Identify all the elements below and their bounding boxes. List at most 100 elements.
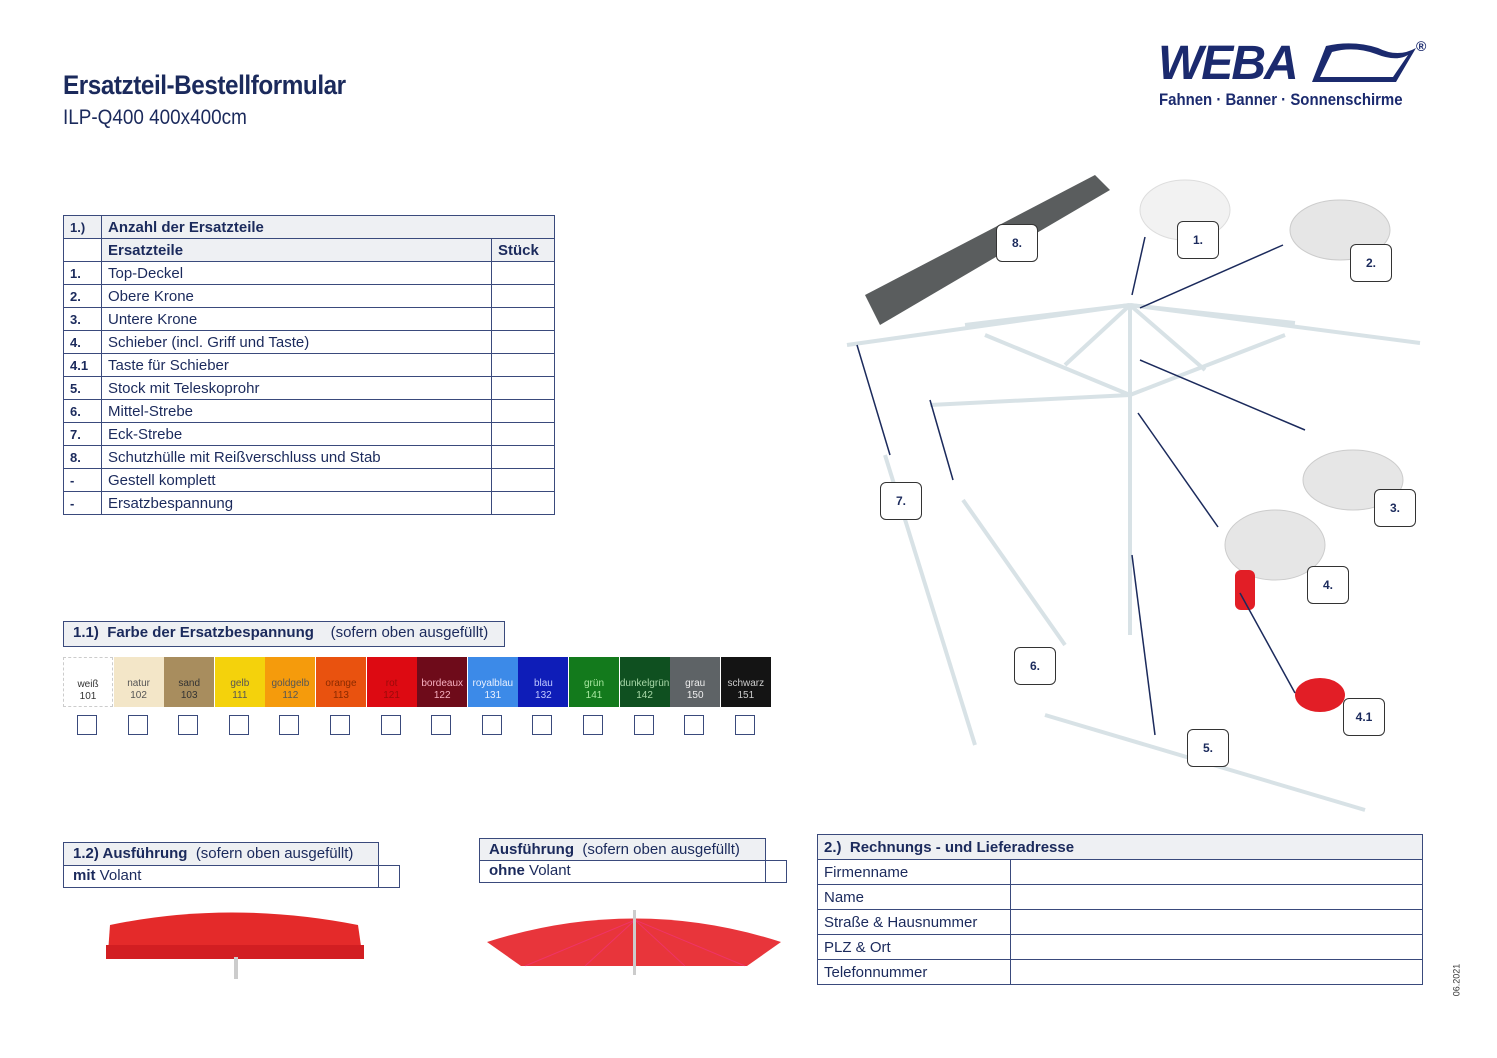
section-num: 1.) — [63, 215, 102, 239]
quantity-input[interactable] — [491, 284, 555, 308]
part-number: 2. — [63, 284, 102, 308]
table-row: 1.Top-Deckel — [63, 261, 555, 285]
swatch-name: royalblau — [472, 678, 514, 689]
umbrella-without-valance-image — [487, 910, 781, 975]
table-row: 6.Mittel-Strebe — [63, 399, 555, 423]
color-checkbox-141[interactable] — [583, 715, 603, 735]
quantity-input[interactable] — [491, 422, 555, 446]
color-checkbox-131[interactable] — [481, 715, 502, 735]
colors-header: 1.1) Farbe der Ersatzbespannung (sofern … — [63, 621, 505, 647]
section-title: Ausführung — [489, 841, 574, 858]
part-name: Top-Deckel — [101, 261, 492, 285]
section-num: 1.1) — [73, 624, 99, 641]
color-checkbox-122[interactable] — [431, 715, 452, 735]
part-number: 4. — [63, 330, 102, 354]
weba-logo: WEBA ® Fahnen · Banner · Sonnenschirme — [1158, 38, 1428, 113]
swatch-name: rot — [385, 678, 398, 689]
color-checkbox-101[interactable] — [77, 715, 97, 735]
table-row: 7.Eck-Strebe — [63, 422, 555, 446]
slider-handle-image — [1235, 570, 1255, 610]
quantity-input[interactable] — [491, 445, 555, 469]
quantity-input[interactable] — [491, 307, 555, 331]
address-input[interactable] — [1010, 934, 1423, 960]
part-name: Mittel-Strebe — [101, 399, 492, 423]
table-row: -Gestell komplett — [63, 468, 555, 492]
quantity-input[interactable] — [491, 491, 555, 515]
quantity-input[interactable] — [491, 261, 555, 285]
color-checkbox-132[interactable] — [532, 715, 553, 735]
color-checkbox-121[interactable] — [380, 715, 401, 735]
part-name: Gestell komplett — [101, 468, 492, 492]
section-title: Farbe der Ersatzbespannung — [107, 624, 314, 641]
address-row: Telefonnummer — [817, 959, 1423, 985]
part-name: Untere Krone — [101, 307, 492, 331]
swatch-name: schwarz — [727, 678, 765, 689]
color-checkbox-150[interactable] — [684, 715, 705, 735]
table-row: 2.Obere Krone — [63, 284, 555, 308]
swatch-name: sand — [178, 678, 201, 689]
table-row: 4.Schieber (incl. Griff und Taste) — [63, 330, 555, 354]
swatch-code: 121 — [383, 690, 400, 701]
diagram-label: 7. — [880, 482, 922, 520]
address-input[interactable] — [1010, 909, 1423, 935]
logo-text: WEBA — [1158, 37, 1299, 90]
swatch-name: orange — [325, 678, 357, 689]
diagram-label: 3. — [1374, 489, 1416, 527]
section-note: (sofern oben ausgefüllt) — [330, 624, 489, 641]
section-num: 2.) — [824, 838, 842, 856]
diagram-label: 1. — [1177, 221, 1219, 259]
address-input[interactable] — [1010, 884, 1423, 910]
swatch-name: gelb — [230, 678, 250, 689]
part-number: - — [63, 491, 102, 515]
address-input[interactable] — [1010, 959, 1423, 985]
protective-cover-image — [865, 175, 1110, 325]
address-input[interactable] — [1010, 859, 1423, 885]
color-checkbox-151[interactable] — [734, 715, 755, 735]
quantity-input[interactable] — [491, 376, 555, 400]
section-note: (sofern oben ausgefüllt) — [582, 841, 740, 858]
exec2-checkbox[interactable] — [765, 860, 787, 883]
section-title: Ausführung — [102, 845, 188, 862]
color-checkbox-102[interactable] — [127, 715, 148, 735]
section-title: Rechnungs - und Lieferadresse — [849, 838, 1075, 856]
part-number: 3. — [63, 307, 102, 331]
quantity-input[interactable] — [491, 468, 555, 492]
swatch-name: dunkelgrün — [619, 678, 670, 689]
swatch-name: goldgelb — [271, 678, 310, 689]
address-label: Straße & Hausnummer — [817, 909, 1011, 935]
part-name: Obere Krone — [101, 284, 492, 308]
umbrella-with-valance-image — [106, 912, 364, 979]
swatch-code: 141 — [585, 690, 603, 701]
version-date: 06.2021 — [1451, 963, 1462, 997]
color-checkbox-112[interactable] — [279, 715, 300, 735]
quantity-input[interactable] — [491, 330, 555, 354]
table-row: 3.Untere Krone — [63, 307, 555, 331]
empty-cell — [63, 238, 102, 262]
swatch-code: 131 — [484, 690, 502, 701]
exec1-row: mit Volant — [63, 865, 379, 888]
color-checkbox-142[interactable] — [633, 715, 654, 735]
table-row: 8.Schutzhülle mit Reißverschluss und Sta… — [63, 445, 555, 469]
quantity-input[interactable] — [491, 399, 555, 423]
color-checkbox-113[interactable] — [330, 715, 350, 735]
swatch-code: 111 — [232, 690, 248, 701]
color-checkbox-103[interactable] — [178, 715, 199, 735]
flag-icon — [1312, 43, 1416, 82]
exec1-checkbox[interactable] — [378, 865, 400, 888]
address-header: 2.) Rechnungs - und Lieferadresse — [817, 834, 1423, 860]
address-row: Name — [817, 884, 1423, 910]
part-number: - — [63, 468, 102, 492]
quantity-input[interactable] — [491, 353, 555, 377]
swatch-code: 150 — [686, 690, 704, 701]
color-checkbox-111[interactable] — [228, 715, 249, 735]
